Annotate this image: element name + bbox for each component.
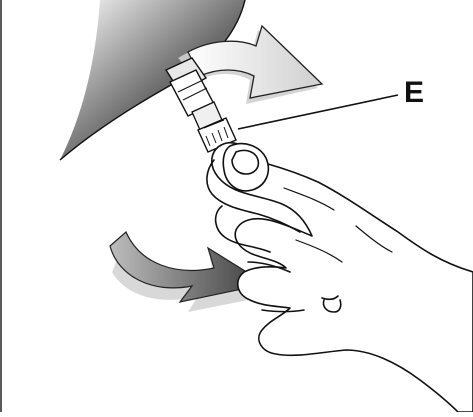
callout-label-e: E (404, 78, 424, 108)
hand-illustration (207, 143, 473, 412)
